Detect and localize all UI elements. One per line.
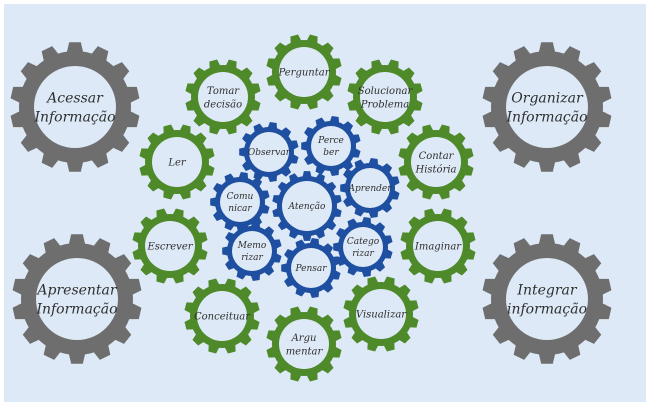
gear-argumentar-label-line: Argu [291, 333, 317, 344]
gear-integrar-hub [506, 258, 588, 340]
gear-tomar-decisao-hub [198, 72, 248, 122]
gear-perguntar-label-line: Perguntar [277, 68, 330, 79]
gear-observar-label-line: Observar [248, 148, 291, 158]
gear-solucionar-problema-label-line: Solucionar [358, 86, 414, 97]
gear-solucionar-problema-hub [360, 72, 410, 122]
gear-acessar-label-line: Acessar [45, 91, 104, 107]
gear-perguntar-hub [279, 47, 329, 97]
gear-categorizar-label-line: rizar [352, 249, 374, 259]
gear-integrar: Integrar informação [482, 234, 612, 364]
gear-categorizar-hub [343, 227, 383, 267]
gear-categorizar: Catego rizar [333, 217, 393, 277]
gear-pensar-label-line: Pensar [294, 264, 327, 274]
gear-conceituar-label-line: Conceituar [194, 312, 251, 323]
gear-aprender-hub [350, 168, 390, 208]
gear-atencao: Atenção [272, 171, 342, 241]
gear-observar-hub [249, 132, 289, 172]
gear-conceituar-hub [197, 291, 247, 341]
gear-escrever: Escrever [132, 208, 208, 284]
gear-organizar-label-line: Organizar [511, 91, 584, 107]
gear-conceituar: Conceituar [184, 278, 260, 354]
gear-imaginar-label-line: Imaginar [414, 242, 462, 253]
gear-visualizar-hub [356, 289, 406, 339]
gear-memorizar-label-line: rizar [241, 253, 263, 263]
gear-visualizar: Visualizar [343, 276, 419, 352]
gear-imaginar: Imaginar [400, 208, 476, 284]
gear-ler-label-line: Ler [167, 158, 187, 169]
gear-aprender-label-line: Aprender [347, 184, 392, 194]
gear-tomar-decisao-label-line: Tomar [207, 86, 240, 97]
gear-argumentar: Argu mentar [266, 306, 342, 382]
gear-integrar-label-line: Integrar [516, 282, 577, 298]
gear-ler-hub [152, 137, 202, 187]
gear-perceber-label-line: ber [323, 148, 339, 158]
gear-organizar-label-line: Informação [505, 109, 587, 125]
gear-comunicar-label-line: nicar [228, 204, 252, 214]
gear-atencao-hub [282, 181, 332, 231]
gear-perceber-label-line: Perce [317, 136, 344, 146]
gear-pensar-hub [291, 248, 331, 288]
gear-categorizar-label-line: Catego [347, 237, 380, 247]
gear-imaginar-hub [413, 221, 463, 271]
gear-memorizar-label-line: Memo [237, 241, 267, 251]
gear-memorizar: Memo rizar [222, 221, 282, 281]
gear-contar-historia-label-line: História [414, 164, 456, 175]
gear-escrever-hub [145, 221, 195, 271]
gear-memorizar-hub [232, 231, 272, 271]
gear-apresentar-label-line: Apresentar [35, 282, 118, 298]
gear-contar-historia-label-line: Contar [419, 151, 455, 162]
gear-tomar-decisao-label-line: decisão [204, 99, 242, 110]
gear-contar-historia-hub [411, 137, 461, 187]
gear-ler: Ler [139, 124, 215, 200]
gear-organizar-hub [506, 66, 588, 148]
gear-apresentar-hub [36, 258, 118, 340]
gear-apresentar-label-line: Informação [35, 301, 117, 317]
gear-argumentar-label-line: mentar [286, 346, 324, 357]
gear-comunicar-label-line: Comu [227, 192, 254, 202]
gear-escrever-label-line: Escrever [146, 242, 193, 253]
gear-perceber: Perce ber [301, 116, 361, 176]
gear-aprender: Aprender [340, 158, 400, 218]
gear-solucionar-problema-label-line: Problema [360, 99, 410, 110]
gear-visualizar-label-line: Visualizar [356, 310, 407, 321]
gear-acessar-hub [34, 66, 116, 148]
gear-observar: Observar [239, 122, 299, 182]
gear-perguntar: Perguntar [266, 34, 342, 110]
gear-atencao-label-line: Atenção [288, 201, 326, 212]
gear-comunicar: Comu nicar [210, 172, 270, 232]
gear-integrar-label-line: informação [507, 301, 587, 317]
gear-tomar-decisao: Tomar decisão [185, 59, 261, 135]
gear-perceber-hub [311, 126, 351, 166]
gear-acessar-label-line: Informação [33, 109, 115, 125]
gear-argumentar-hub [279, 319, 329, 369]
gear-comunicar-hub [220, 182, 260, 222]
gear-pensar: Pensar [281, 238, 341, 298]
